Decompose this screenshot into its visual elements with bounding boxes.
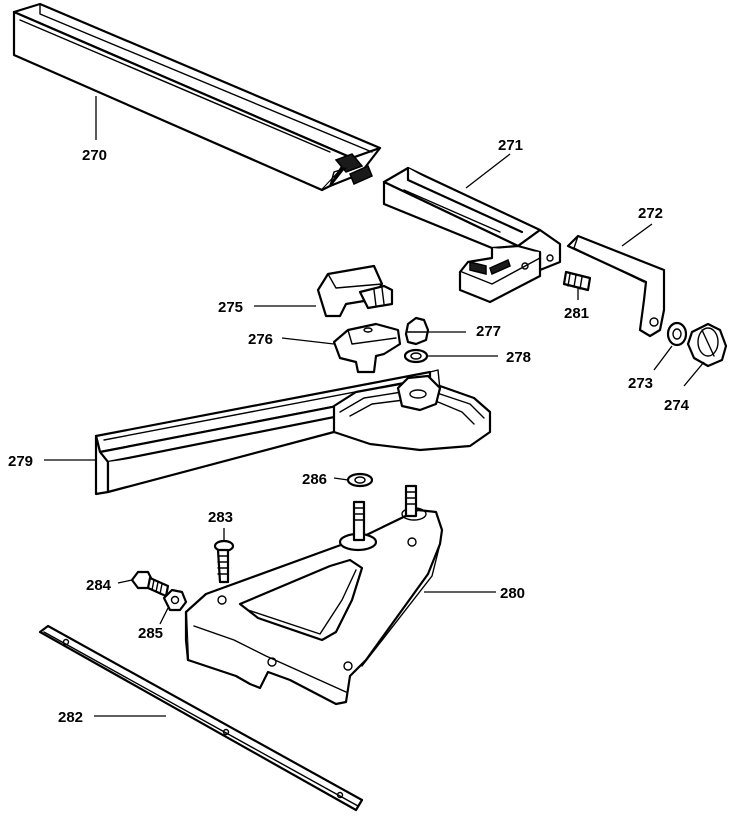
leader-lines — [44, 96, 705, 717]
lock-knob — [686, 322, 728, 368]
callout-270: 270 — [82, 147, 107, 164]
miter-base — [184, 484, 444, 706]
callout-286: 286 — [302, 471, 327, 488]
callout-282: 282 — [58, 709, 83, 726]
bolt-284 — [130, 570, 170, 598]
callout-275: 275 — [218, 299, 243, 316]
acorn-nut — [404, 316, 430, 346]
callout-labels: 270 271 272 275 281 276 277 278 273 274 … — [8, 137, 690, 726]
callout-277: 277 — [476, 323, 501, 340]
set-screw — [562, 270, 592, 292]
callout-284: 284 — [86, 577, 112, 594]
slot-guide-stud — [316, 264, 394, 318]
callout-279: 279 — [8, 453, 33, 470]
fence-extrusion — [12, 2, 382, 192]
flat-bar — [38, 624, 364, 812]
callout-283: 283 — [208, 509, 233, 526]
washer — [666, 321, 688, 347]
miter-fence — [94, 369, 492, 496]
base-washer — [346, 472, 374, 488]
lock-washer — [403, 348, 429, 364]
callout-271: 271 — [498, 137, 523, 154]
callout-281: 281 — [564, 305, 589, 322]
callout-278: 278 — [506, 349, 531, 366]
lock-lever — [566, 234, 666, 338]
callout-274: 274 — [664, 397, 690, 414]
screw-283 — [213, 539, 235, 584]
callout-272: 272 — [638, 205, 663, 222]
callout-285: 285 — [138, 625, 163, 642]
callout-273: 273 — [628, 375, 653, 392]
hex-nut — [162, 588, 188, 612]
t-knob — [332, 322, 402, 374]
callout-280: 280 — [500, 585, 525, 602]
fence-bracket — [382, 166, 562, 304]
callout-276: 276 — [248, 331, 273, 348]
